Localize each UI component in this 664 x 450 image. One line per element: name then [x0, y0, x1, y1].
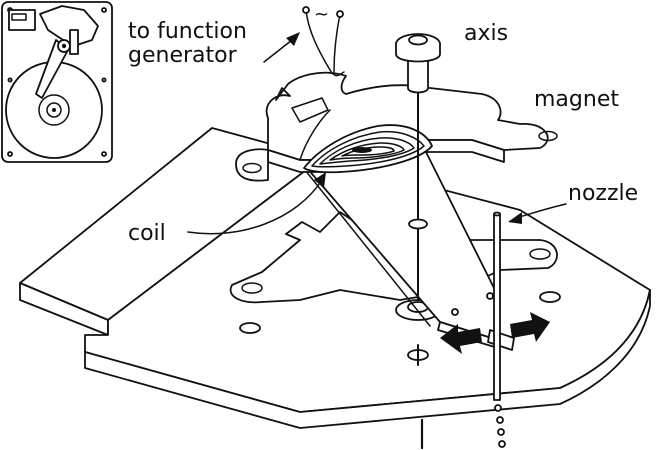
right-arrow-icon	[510, 312, 550, 342]
label-nozzle: nozzle	[568, 181, 638, 206]
nozzle	[493, 211, 506, 448]
label-coil: coil	[128, 221, 166, 246]
label-function-generator-line1: to function	[128, 19, 247, 44]
ac-symbol: ~	[314, 4, 329, 25]
label-function-generator-line2: generator	[128, 43, 238, 68]
label-axis: axis	[464, 21, 508, 46]
hard-drive-inset	[1, 1, 113, 163]
motion-arrows	[440, 312, 550, 354]
coil	[299, 109, 433, 174]
axis	[395, 33, 441, 450]
leader-arrows	[187, 32, 567, 235]
left-arrow-icon	[440, 324, 482, 354]
generator-wires	[302, 6, 345, 77]
label-magnet: magnet	[534, 87, 619, 112]
